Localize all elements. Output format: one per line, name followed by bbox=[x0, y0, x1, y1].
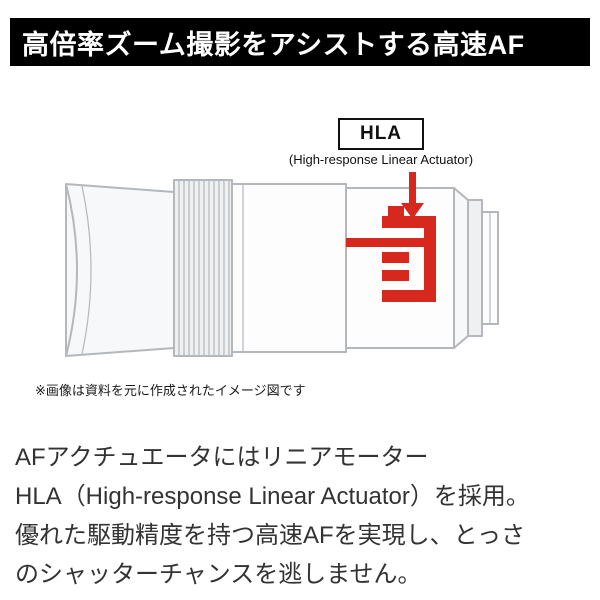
feature-description: AFアクチュエータにはリニアモーター HLA（High-response Lin… bbox=[15, 438, 593, 594]
lens-figure: HLA (High-response Linear Actuator) ※画像は… bbox=[0, 90, 600, 410]
description-line: HLA（High-response Linear Actuator）を採用。 bbox=[15, 483, 530, 510]
lens-taper bbox=[453, 187, 469, 349]
hla-pointer-arrow-icon bbox=[401, 172, 424, 219]
lens-hood-rim-inner bbox=[81, 185, 92, 355]
hla-label-box: HLA bbox=[338, 118, 424, 150]
lens-illustration bbox=[65, 172, 499, 357]
zoom-ring bbox=[173, 179, 233, 357]
lens-body bbox=[65, 179, 499, 357]
description-line: 優れた駆動精度を持つ高速AFを実現し、とっさ bbox=[15, 522, 525, 549]
section-header: 高倍率ズーム撮影をアシストする高速AF bbox=[10, 18, 590, 66]
section-title: 高倍率ズーム撮影をアシストする高速AF bbox=[22, 29, 525, 60]
lens-hood-rim bbox=[65, 183, 78, 357]
hla-sublabel: (High-response Linear Actuator) bbox=[288, 152, 474, 167]
figure-note: ※画像は資料を元に作成されたイメージ図です bbox=[35, 383, 306, 398]
hla-label: HLA bbox=[359, 123, 403, 144]
lens-hood bbox=[65, 183, 175, 357]
lens-barrel-front bbox=[231, 183, 347, 353]
description-line: のシャッターチャンスを逃しません。 bbox=[15, 561, 422, 588]
hla-actuator bbox=[346, 206, 436, 302]
zoom-ring-ribs bbox=[178, 180, 230, 356]
description-line: AFアクチュエータにはリニアモーター bbox=[15, 444, 429, 471]
lens-rear-ring bbox=[467, 199, 483, 337]
